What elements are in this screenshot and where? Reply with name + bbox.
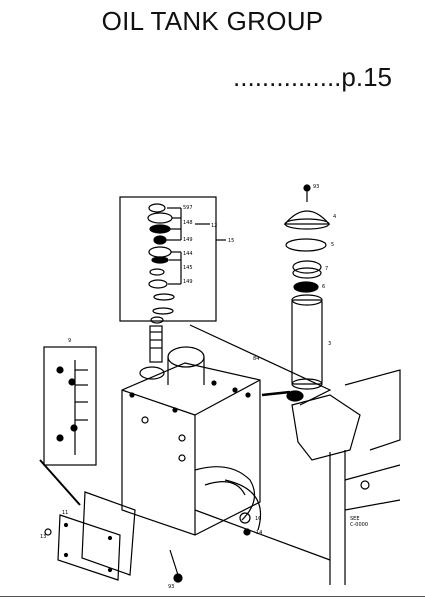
svg-text:4: 4 <box>333 214 336 220</box>
parts-kit-box <box>119 196 217 322</box>
svg-text:C-0000: C-0000 <box>350 522 368 528</box>
oil-tank-body <box>121 362 261 536</box>
svg-text:16: 16 <box>255 516 261 522</box>
filter-cap <box>283 210 331 225</box>
svg-text:6: 6 <box>322 284 325 290</box>
svg-text:5: 5 <box>331 242 334 248</box>
svg-text:9: 9 <box>68 338 71 344</box>
svg-text:SEE: SEE <box>350 516 360 522</box>
svg-text:12: 12 <box>211 223 217 229</box>
svg-text:597: 597 <box>183 205 193 211</box>
machine-frame <box>291 394 361 461</box>
filter-element <box>291 299 323 385</box>
svg-text:15: 15 <box>228 238 234 244</box>
svg-text:145: 145 <box>183 265 193 271</box>
svg-text:148: 148 <box>183 220 193 226</box>
svg-text:84: 84 <box>253 356 259 362</box>
page-reference: ...............p.15 <box>233 62 392 92</box>
page-title: OIL TANK GROUP <box>101 6 324 36</box>
svg-text:11: 11 <box>62 510 68 516</box>
svg-text:144: 144 <box>183 251 193 257</box>
footer-divider <box>0 596 425 597</box>
svg-text:3: 3 <box>328 341 331 347</box>
svg-text:14: 14 <box>256 530 262 536</box>
svg-text:93: 93 <box>168 584 174 590</box>
svg-text:149: 149 <box>183 279 193 285</box>
access-cover-plate <box>57 514 121 581</box>
svg-text:7: 7 <box>325 266 328 272</box>
svg-text:13: 13 <box>40 534 46 540</box>
svg-text:149: 149 <box>183 237 193 243</box>
hose-fittings-box <box>43 346 97 466</box>
oil-tank-exploded-diagram: 597 148 149 144 145 149 12 15 93 4 5 7 6… <box>39 184 401 590</box>
svg-text:93: 93 <box>313 184 319 190</box>
